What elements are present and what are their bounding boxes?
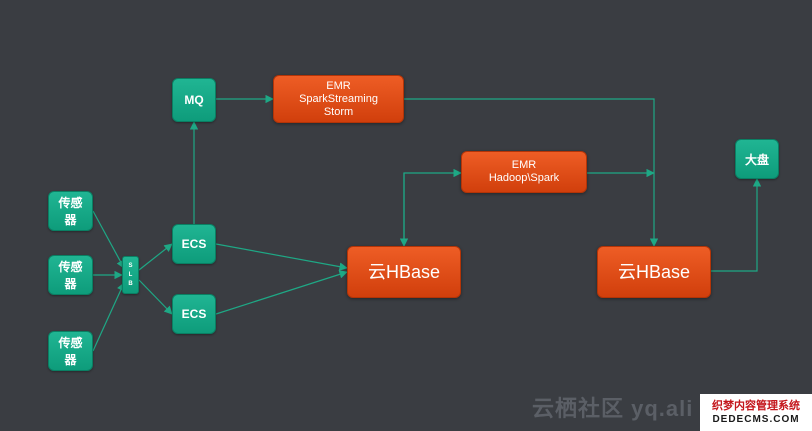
dedecms-badge: 织梦内容管理系统 DEDECMS.COM bbox=[700, 394, 812, 431]
ecs-node-1[interactable]: ECS bbox=[172, 224, 216, 264]
edge-sensor-1-to-slb bbox=[92, 210, 125, 269]
hbase-node-2[interactable]: 云HBase bbox=[597, 246, 711, 298]
badge-line-1: 织梦内容管理系统 bbox=[712, 399, 800, 412]
edge-ecs-2-to-hbase-1 bbox=[215, 270, 348, 315]
dashboard-node[interactable]: 大盘 bbox=[735, 139, 779, 179]
hbase-node-1[interactable]: 云HBase bbox=[347, 246, 461, 298]
edge-hbase-2-to-dashboard bbox=[711, 178, 762, 272]
edge-hbase-1-to-emr-batch bbox=[403, 168, 462, 246]
sensor-node-3[interactable]: 传感器 bbox=[48, 331, 93, 371]
mq-node[interactable]: MQ bbox=[172, 78, 216, 122]
edge-emr-streaming-to-hbase-2 bbox=[404, 98, 659, 247]
edge-sensor-3-to-slb bbox=[92, 282, 125, 352]
sensor-node-1[interactable]: 传感器 bbox=[48, 191, 93, 231]
edge-ecs-1-to-hbase-1 bbox=[215, 243, 348, 271]
edge-slb-to-ecs-1 bbox=[138, 243, 173, 271]
badge-line-2: DEDECMS.COM bbox=[712, 413, 800, 425]
edge-slb-to-ecs-2 bbox=[138, 279, 173, 315]
sensor-node-2[interactable]: 传感器 bbox=[48, 255, 93, 295]
ecs-node-2[interactable]: ECS bbox=[172, 294, 216, 334]
watermark-text: 云栖社区 yq.ali bbox=[532, 396, 694, 421]
